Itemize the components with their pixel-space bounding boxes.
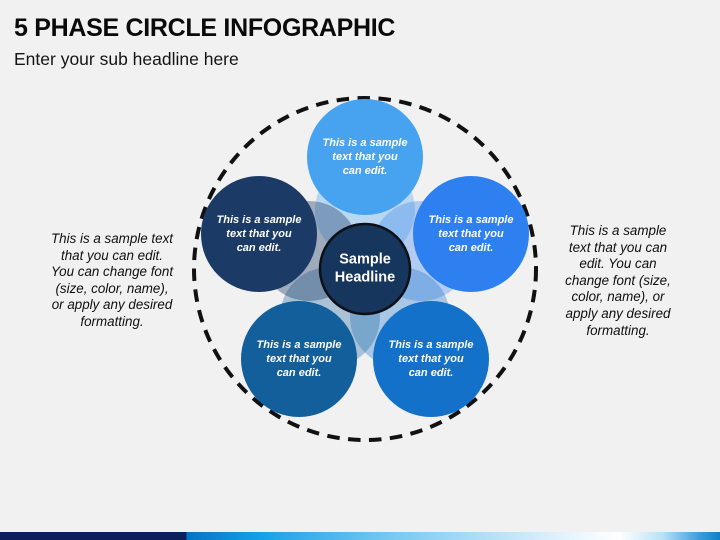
petal-circle-right — [413, 176, 529, 292]
side-note-right: This is a sample text that you can edit.… — [565, 222, 671, 338]
petal-label-top: This is a sample text that you can edit. — [322, 137, 408, 177]
footer-gradient-bar — [0, 532, 720, 540]
side-note-left: This is a sample text that you can edit.… — [50, 231, 174, 330]
outer-dashed-circle — [192, 96, 538, 442]
petal-label-left: This is a sample text that you can edit. — [216, 214, 302, 254]
center-circle — [318, 222, 412, 316]
center-headline: Sample Headline — [334, 251, 396, 286]
petal-circle-bottom-left — [241, 301, 357, 417]
petal-label-bottom-left: This is a sample text that you can edit. — [256, 339, 342, 379]
petal-label-right: This is a sample text that you can edit. — [428, 214, 514, 254]
petal-label-bottom-right: This is a sample text that you can edit. — [388, 339, 474, 379]
slide-title: 5 PHASE CIRCLE INFOGRAPHIC — [14, 14, 396, 42]
slide-subtitle: Enter your sub headline here — [14, 49, 239, 69]
petal-circle-left — [201, 176, 317, 292]
petal-circle-top — [307, 99, 423, 215]
petal-circle-bottom-right — [373, 301, 489, 417]
